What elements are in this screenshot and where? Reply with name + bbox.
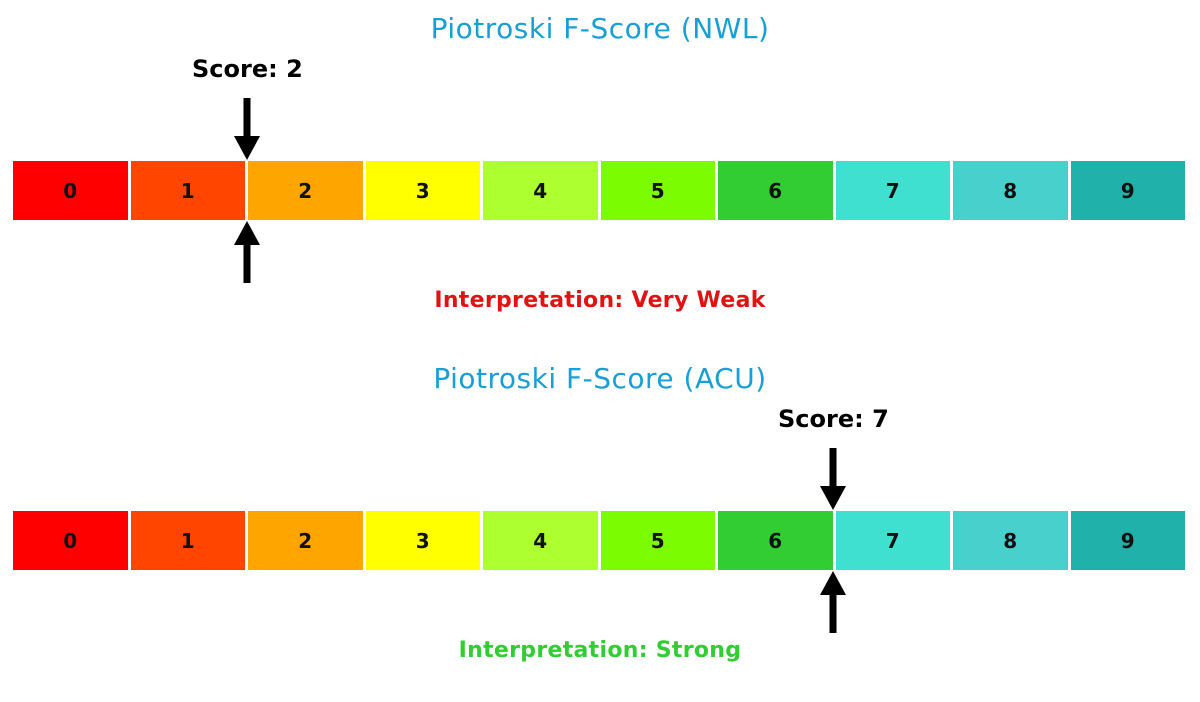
scale-segment-5: 5 bbox=[600, 511, 715, 570]
scale-segment-3: 3 bbox=[365, 511, 480, 570]
scale-segment-6: 6 bbox=[718, 511, 833, 570]
chart-title: Piotroski F-Score (NWL) bbox=[430, 12, 770, 45]
scale-segment-8: 8 bbox=[953, 511, 1068, 570]
score-label: Score: 7 bbox=[778, 405, 889, 433]
scale-segment-2: 2 bbox=[248, 161, 363, 220]
scale-segment-2: 2 bbox=[248, 511, 363, 570]
scale-segment-0: 0 bbox=[13, 161, 128, 220]
up-arrow-icon bbox=[820, 571, 847, 633]
interpretation-label: Interpretation: Strong bbox=[458, 638, 742, 663]
scale-segment-7: 7 bbox=[835, 511, 950, 570]
scale-segment-1: 1 bbox=[130, 511, 245, 570]
scale-segment-8: 8 bbox=[953, 161, 1068, 220]
scale-segment-9: 9 bbox=[1070, 161, 1185, 220]
down-arrow-icon bbox=[234, 98, 261, 160]
score-label: Score: 2 bbox=[192, 55, 303, 83]
scale-segment-7: 7 bbox=[835, 161, 950, 220]
scale-segment-9: 9 bbox=[1070, 511, 1185, 570]
scale-segment-4: 4 bbox=[483, 511, 598, 570]
scale-segment-3: 3 bbox=[365, 161, 480, 220]
down-arrow-icon bbox=[820, 448, 847, 510]
scale-segment-1: 1 bbox=[130, 161, 245, 220]
scale-segment-6: 6 bbox=[718, 161, 833, 220]
scale-segment-5: 5 bbox=[600, 161, 715, 220]
scale-segment-0: 0 bbox=[13, 511, 128, 570]
chart-title: Piotroski F-Score (ACU) bbox=[433, 362, 767, 395]
up-arrow-icon bbox=[234, 221, 261, 283]
interpretation-label: Interpretation: Very Weak bbox=[434, 288, 766, 313]
scale-segment-4: 4 bbox=[483, 161, 598, 220]
